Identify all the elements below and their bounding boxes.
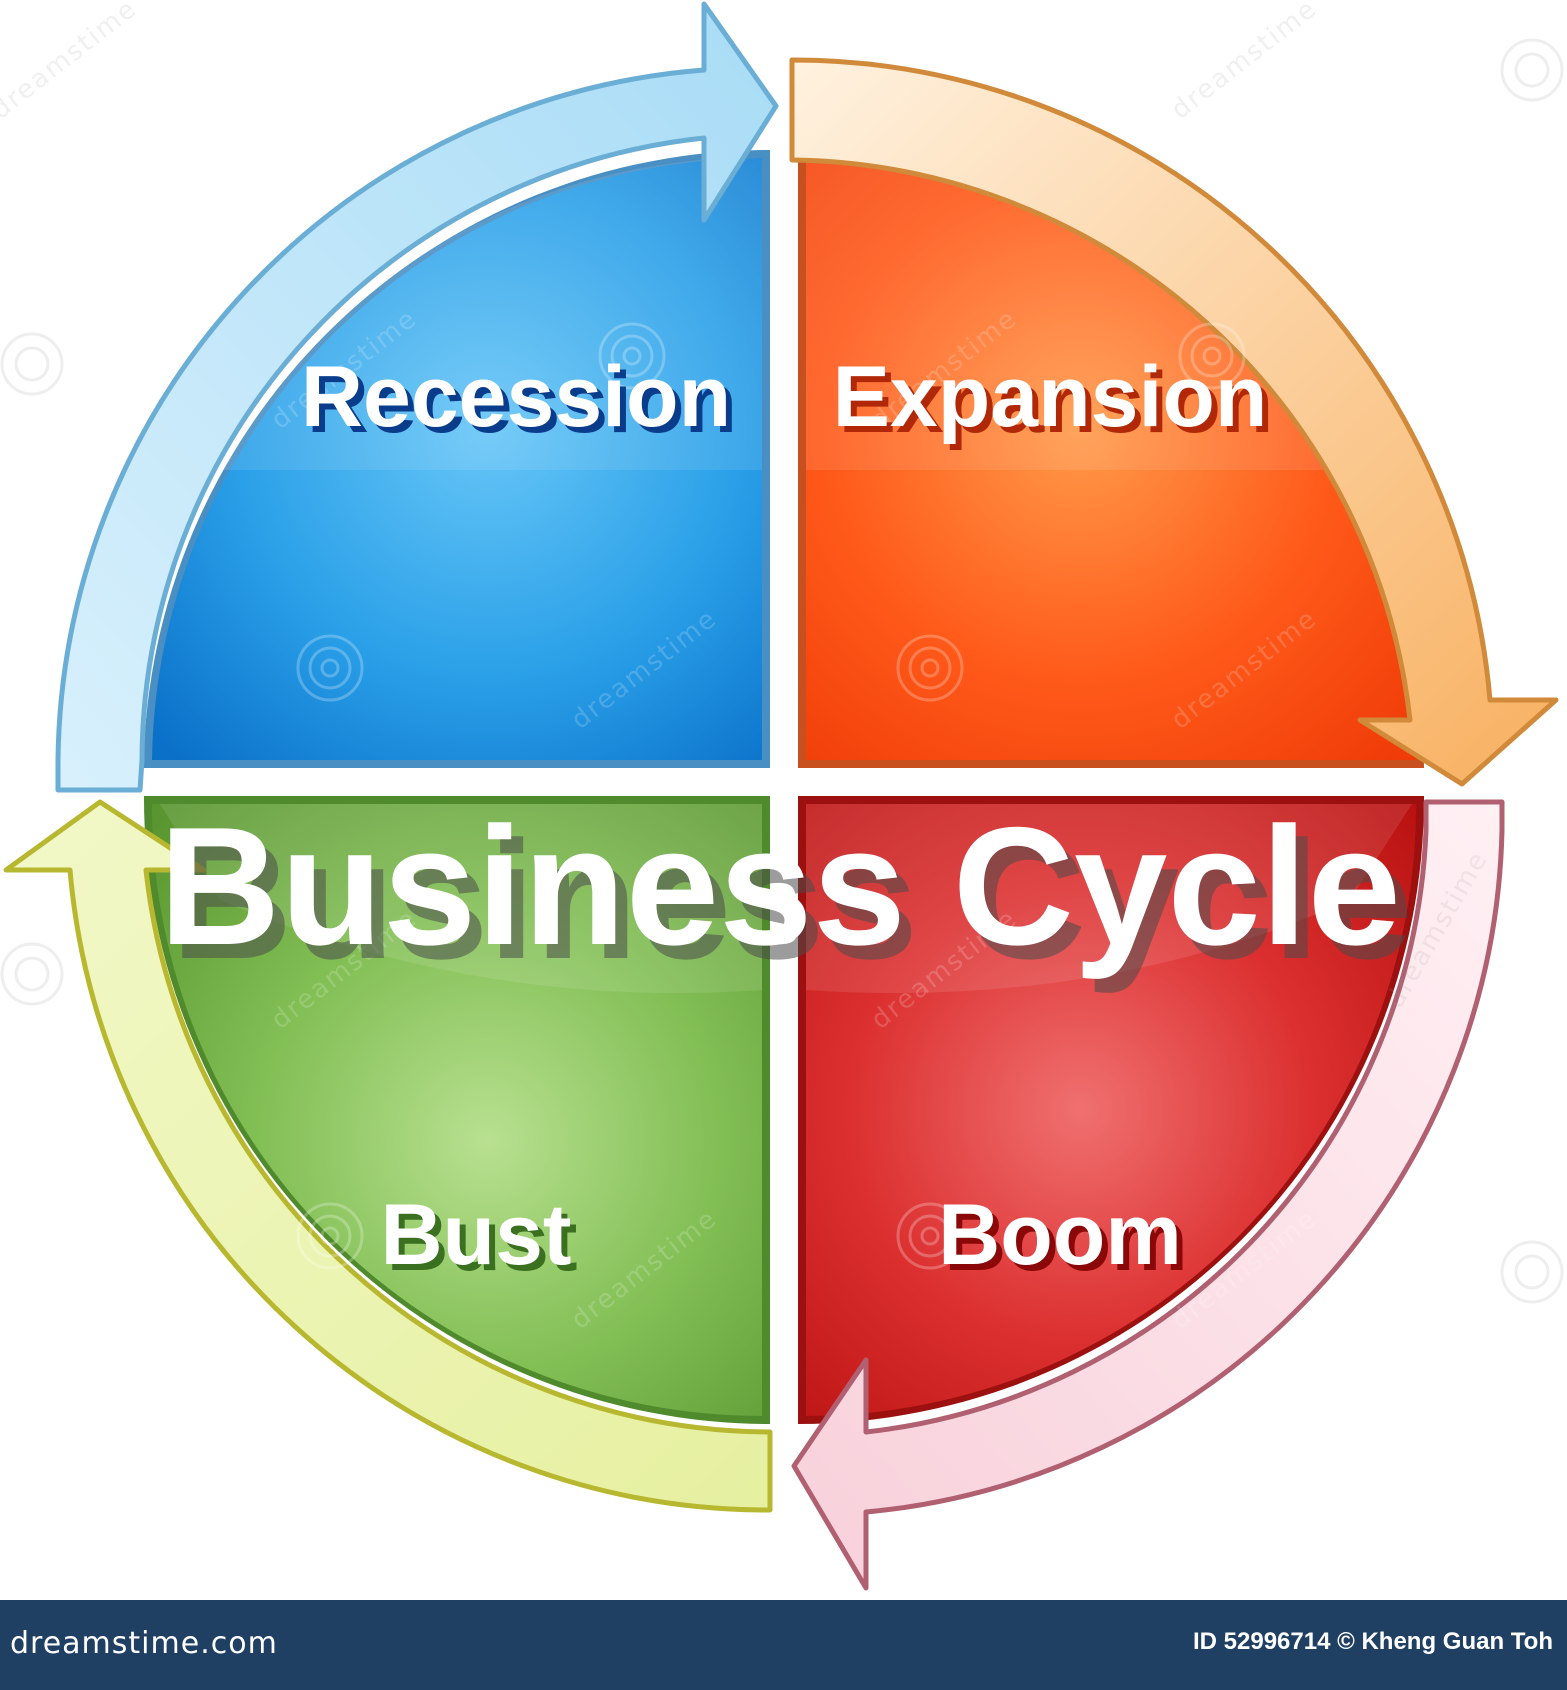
diagram-title: Business Cycle xyxy=(159,792,1401,980)
quadrant-label-expansion: Expansion xyxy=(833,349,1268,445)
footer-site-name: dreamstime.com xyxy=(10,1626,278,1661)
label-bust: Bust Bust xyxy=(380,1187,577,1289)
quadrant-bust xyxy=(143,796,770,1424)
quadrant-recession xyxy=(144,149,770,769)
label-expansion: Expansion Expansion xyxy=(833,349,1274,451)
label-boom: Boom Boom xyxy=(938,1187,1188,1289)
watermark-text: dreamstime xyxy=(0,0,143,126)
arrow-expansion-to-boom xyxy=(789,57,1559,787)
svg-text:Boom: Boom xyxy=(944,1193,1188,1289)
quadrant-expansion xyxy=(798,150,1424,768)
arrow-recession-to-expansion xyxy=(55,1,779,793)
watermark-text: dreamstime xyxy=(1166,0,1323,126)
footer-credit: ID 52996714 © Kheng Guan Toh xyxy=(1193,1628,1553,1655)
arrow-boom-to-bust xyxy=(791,799,1505,1591)
label-recession: Recession Recession xyxy=(301,349,737,451)
quadrant-label-bust: Bust xyxy=(380,1187,571,1283)
diagram-title-group: Business Cycle Business Cycle xyxy=(159,792,1413,994)
quadrant-label-boom: Boom xyxy=(938,1187,1182,1283)
quadrant-label-recession: Recession xyxy=(301,349,731,445)
svg-text:Expansion: Expansion xyxy=(839,355,1274,451)
footer-bar: dreamstime.com ID 52996714 © Kheng Guan … xyxy=(0,1600,1567,1690)
quadrant-boom xyxy=(798,796,1425,1424)
svg-text:Bust: Bust xyxy=(386,1193,577,1289)
watermark-spiral-icon xyxy=(296,322,1246,1270)
watermark-spiral-icon-outer xyxy=(0,38,1564,1304)
svg-text:Recession: Recession xyxy=(307,355,737,451)
arrow-bust-to-recession xyxy=(3,799,773,1513)
svg-text:Business Cycle: Business Cycle xyxy=(171,806,1413,994)
